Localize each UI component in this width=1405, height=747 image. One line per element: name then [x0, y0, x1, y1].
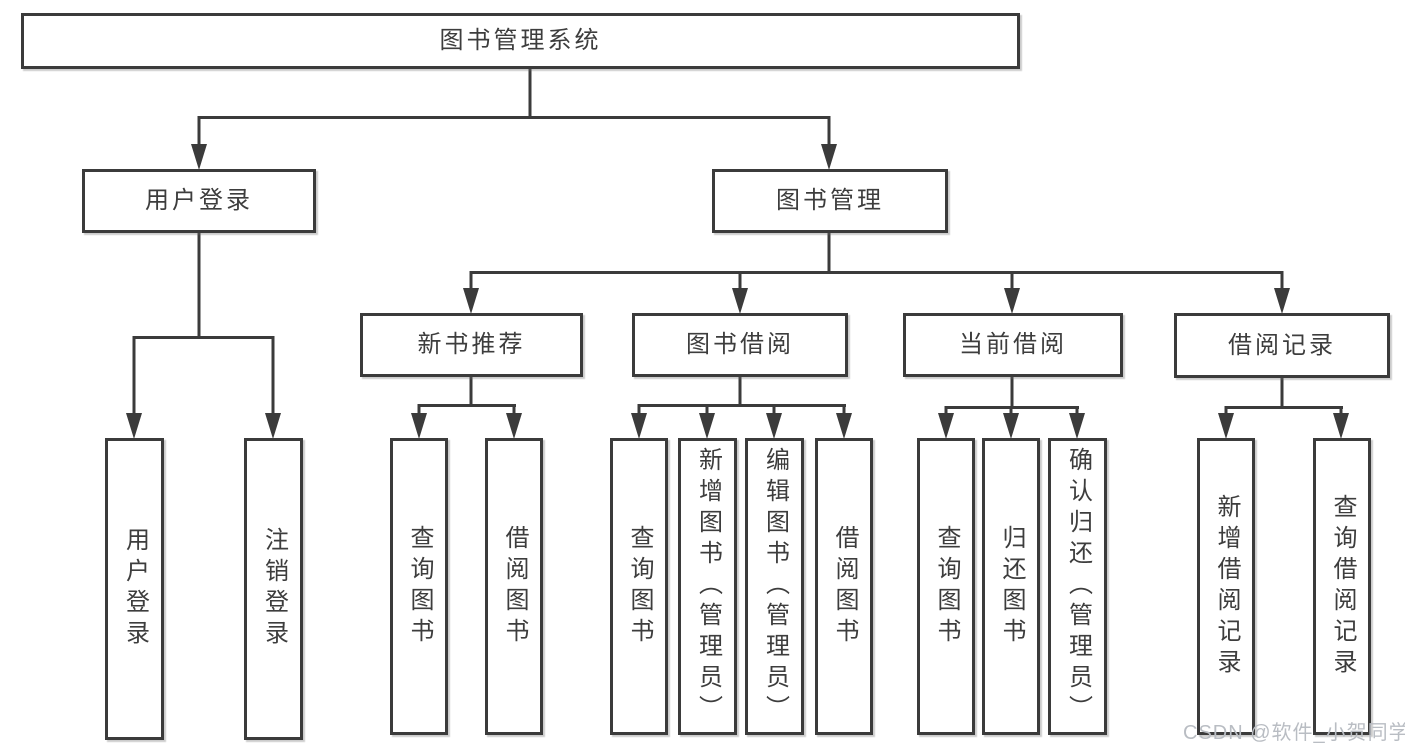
node-label: 新增图书（管理员） [694, 447, 722, 726]
node-user-login: 用户登录 [82, 169, 316, 233]
leaf-add-book-admin: 新增图书（管理员） [678, 438, 737, 735]
leaf-query-book-2: 查询图书 [610, 438, 668, 735]
node-label: 查询图书 [406, 524, 433, 649]
node-book-management: 图书管理 [712, 169, 948, 233]
leaf-borrow-book-1: 借阅图书 [485, 438, 543, 735]
node-label: 当前借阅 [959, 331, 1067, 358]
node-label: 编辑图书（管理员） [761, 447, 789, 726]
node-label: 借阅图书 [501, 524, 528, 649]
node-root-system: 图书管理系统 [21, 13, 1020, 69]
node-label: 借阅记录 [1228, 331, 1336, 359]
node-label: 确认归还（管理员） [1064, 447, 1092, 726]
node-label: 借阅图书 [831, 524, 858, 649]
node-label: 归还图书 [998, 524, 1025, 649]
node-label: 用户登录 [121, 527, 149, 651]
node-label: 图书管理系统 [439, 27, 602, 54]
leaf-borrow-book-2: 借阅图书 [815, 438, 873, 735]
node-label: 用户登录 [145, 187, 253, 214]
node-label: 注销登录 [260, 527, 288, 651]
leaf-return-book: 归还图书 [982, 438, 1040, 735]
leaf-query-book-1: 查询图书 [390, 438, 448, 735]
node-label: 新增借阅记录 [1213, 493, 1240, 680]
leaf-add-borrow-record: 新增借阅记录 [1197, 438, 1255, 735]
node-new-book-recommend: 新书推荐 [360, 313, 583, 377]
leaf-logout: 注销登录 [244, 438, 303, 740]
node-borrow-records: 借阅记录 [1174, 313, 1390, 378]
leaf-edit-book-admin: 编辑图书（管理员） [745, 438, 804, 735]
node-label: 图书管理 [776, 187, 884, 214]
node-book-borrow: 图书借阅 [632, 313, 848, 377]
node-label: 查询借阅记录 [1329, 493, 1356, 680]
leaf-query-book-3: 查询图书 [917, 438, 975, 735]
node-label: 查询图书 [933, 524, 960, 649]
leaf-query-borrow-record: 查询借阅记录 [1313, 438, 1371, 735]
node-label: 查询图书 [626, 524, 653, 649]
node-label: 图书借阅 [686, 331, 794, 358]
leaf-user-login: 用户登录 [105, 438, 164, 740]
node-current-borrow: 当前借阅 [903, 313, 1123, 377]
csdn-watermark: CSDN @软件_小贺同学 [1183, 722, 1405, 744]
leaf-confirm-return-admin: 确认归还（管理员） [1048, 438, 1107, 735]
node-label: 新书推荐 [417, 331, 526, 358]
